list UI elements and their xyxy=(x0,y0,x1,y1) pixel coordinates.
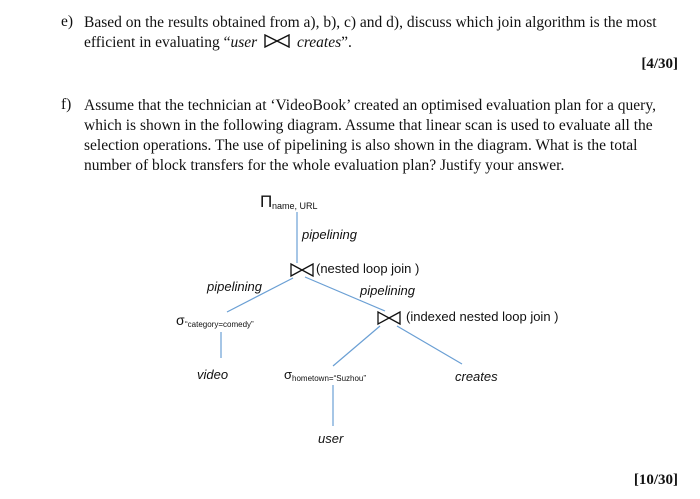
join2-label: (indexed nested loop join ) xyxy=(406,309,559,324)
question-f-line-4: number of block transfers for the whole … xyxy=(84,157,565,174)
question-e-line-2: efficient in evaluating “user creates”. xyxy=(84,33,684,53)
pipelining-label-right: pipelining xyxy=(359,283,416,298)
tree-edges xyxy=(220,212,463,426)
edge-join1-selection-category xyxy=(226,277,294,313)
question-e-line-2-suffix: ”. xyxy=(341,34,352,51)
question-e-line-2-prefix: efficient in evaluating “ xyxy=(84,34,231,51)
question-f-line-2: which is shown in the following diagram.… xyxy=(84,117,653,134)
edge-join2-selection-hometown xyxy=(332,325,381,367)
question-e-relation-user: user xyxy=(230,34,258,51)
pipelining-label-left: pipelining xyxy=(206,279,263,294)
edge-join1-join2 xyxy=(304,276,386,312)
question-e-marks: [4/30] xyxy=(641,56,678,72)
selection-hometown-predicate: hometown=“Suzhou” xyxy=(292,374,366,383)
join-icon xyxy=(264,33,290,49)
selection-category-predicate: “category=comedy” xyxy=(185,320,254,329)
edge-join2-creates xyxy=(396,325,463,365)
projection-symbol: Π xyxy=(260,192,272,211)
question-f-marks: [10/30] xyxy=(633,472,678,488)
relation-user: user xyxy=(318,431,344,446)
projection-attributes: name, URL xyxy=(272,201,318,211)
selection-category-sigma: σ xyxy=(176,312,185,328)
question-e-label: e) xyxy=(61,13,74,30)
join1-label: (nested loop join ) xyxy=(316,261,419,276)
pipelining-label-top: pipelining xyxy=(301,227,358,242)
question-f-text: Assume that the technician at ‘VideoBook… xyxy=(84,96,684,176)
question-e-line-1: Based on the results obtained from a), b… xyxy=(84,14,657,31)
join2-icon xyxy=(377,310,401,326)
question-f-label: f) xyxy=(61,96,72,113)
selection-hometown-sigma: σ xyxy=(284,367,292,382)
relation-creates: creates xyxy=(455,369,498,384)
question-f-line-1: Assume that the technician at ‘VideoBook… xyxy=(84,97,656,114)
question-e-text: Based on the results obtained from a), b… xyxy=(84,13,684,53)
question-f-line-3: selection operations. The use of pipelin… xyxy=(84,137,638,154)
relation-video: video xyxy=(197,367,228,382)
question-e-relation-creates: creates xyxy=(296,34,342,51)
join1-icon xyxy=(290,262,314,278)
